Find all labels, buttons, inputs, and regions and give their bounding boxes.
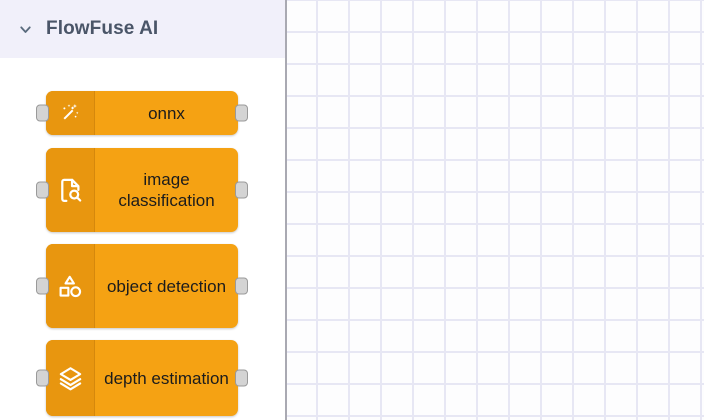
sidebar-canvas-divider — [285, 0, 287, 420]
palette-category-header-flowfuse-ai[interactable]: FlowFuse AI — [0, 0, 285, 58]
palette-category-title: FlowFuse AI — [46, 18, 159, 39]
palette-node-label: depth estimation — [104, 368, 229, 388]
flow-canvas[interactable] — [285, 0, 704, 420]
palette-node-onnx[interactable]: onnx — [36, 91, 248, 135]
output-port[interactable] — [235, 181, 248, 199]
palette-node-label: object detection — [106, 276, 227, 296]
input-port[interactable] — [36, 277, 49, 295]
document-search-icon — [46, 148, 95, 232]
magic-wand-icon — [46, 91, 95, 135]
palette-node-depth-estimation[interactable]: depth estimation — [36, 340, 248, 416]
palette-node-image-classification[interactable]: image classification — [36, 148, 248, 232]
palette-node-object-detection[interactable]: object detection — [36, 244, 248, 328]
palette-node-label: image classification — [118, 170, 215, 210]
palette-node-label: onnx — [148, 103, 185, 123]
input-port[interactable] — [36, 104, 49, 122]
output-port[interactable] — [235, 277, 248, 295]
output-port[interactable] — [235, 104, 248, 122]
output-port[interactable] — [235, 369, 248, 387]
shapes-icon — [46, 244, 95, 328]
input-port[interactable] — [36, 369, 49, 387]
input-port[interactable] — [36, 181, 49, 199]
palette-sidebar: FlowFuse AI onnx — [0, 0, 285, 420]
layers-icon — [46, 340, 95, 416]
chevron-down-icon[interactable] — [12, 16, 38, 42]
